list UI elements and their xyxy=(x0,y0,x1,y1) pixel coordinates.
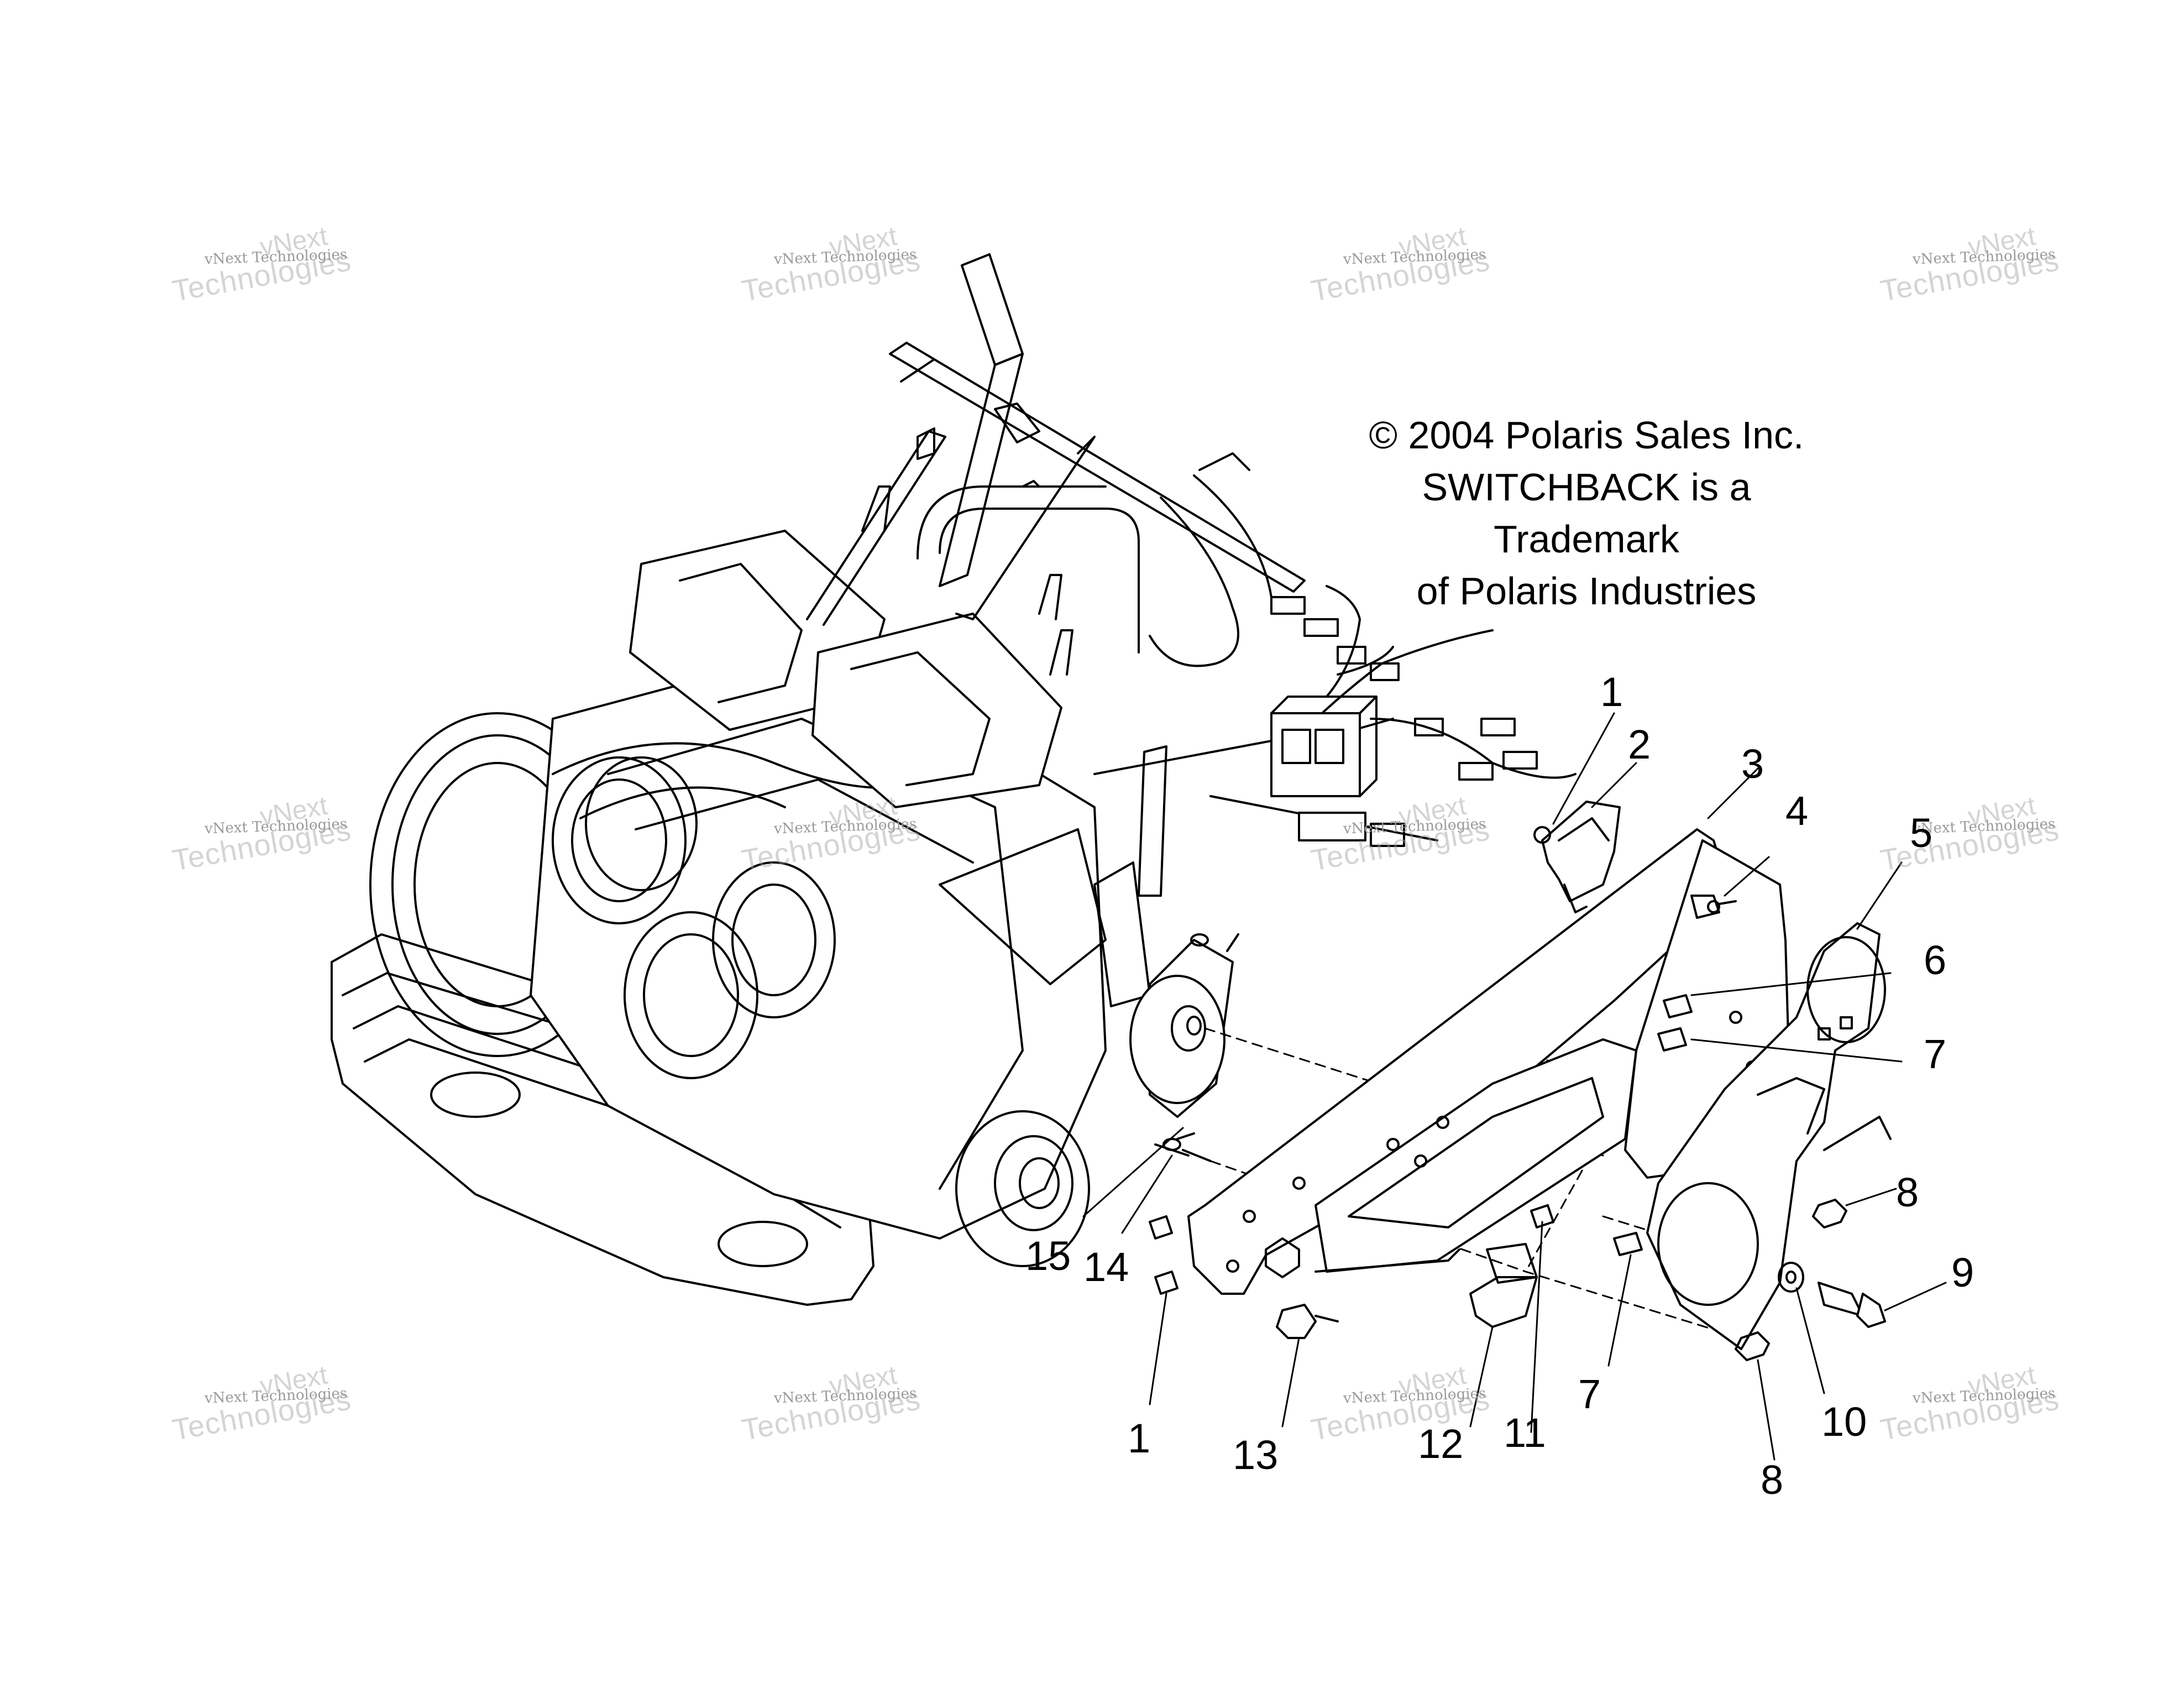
engine-assembly xyxy=(331,253,1306,1306)
callout-9: 9 xyxy=(1951,1250,1974,1295)
callout-14: 14 xyxy=(1083,1244,1129,1290)
callout-13: 13 xyxy=(1233,1432,1279,1478)
watermark: vNext Technologies vNext Technologies xyxy=(1308,221,1492,308)
watermark: vNext Technologies vNext Technologies xyxy=(1878,1360,2062,1447)
copyright-line-2: SWITCHBACK is a Trademark xyxy=(1422,466,1751,561)
copyright-notice: © 2004 Polaris Sales Inc. SWITCHBACK is … xyxy=(1338,409,1835,617)
wiring-harness xyxy=(1093,585,1577,847)
watermark: vNext Technologies vNext Technologies xyxy=(170,221,354,308)
copyright-line-1: © 2004 Polaris Sales Inc. xyxy=(1369,414,1804,457)
callout-6: 6 xyxy=(1924,937,1947,983)
callout-15: 15 xyxy=(1025,1233,1071,1279)
watermark: vNext Technologies vNext Technologies xyxy=(739,221,923,308)
callout-11: 11 xyxy=(1504,1410,1546,1456)
callout-5: 5 xyxy=(1910,810,1933,856)
watermark: vNext Technologies vNext Technologies xyxy=(739,791,923,877)
watermark: vNext Technologies vNext Technologies xyxy=(170,1360,354,1447)
copyright-line-3: of Polaris Industries xyxy=(1416,569,1757,613)
hardware xyxy=(1149,826,1886,1361)
callout-1: 1 xyxy=(1600,669,1623,715)
callout-4: 4 xyxy=(1785,788,1809,834)
watermark: vNext Technologies vNext Technologies xyxy=(170,791,354,877)
callout-1-lower: 1 xyxy=(1128,1415,1151,1461)
watermark: vNext Technologies vNext Technologies xyxy=(739,1360,923,1447)
callout-2: 2 xyxy=(1628,722,1651,767)
callout-8-upper: 8 xyxy=(1896,1169,1919,1215)
small-bracket xyxy=(1541,801,1621,913)
callout-3: 3 xyxy=(1741,741,1764,787)
callout-7-lower: 7 xyxy=(1578,1371,1601,1417)
callout-12: 12 xyxy=(1418,1421,1464,1467)
watermark: vNext Technologies vNext Technologies xyxy=(1878,221,2062,308)
callout-7-upper: 7 xyxy=(1924,1031,1947,1077)
callout-8-lower: 8 xyxy=(1761,1457,1784,1503)
engine-mount xyxy=(1129,933,1239,1162)
watermark: vNext Technologies vNext Technologies xyxy=(1308,791,1492,877)
callout-10: 10 xyxy=(1821,1399,1867,1445)
leader-lines xyxy=(1082,712,1947,1461)
